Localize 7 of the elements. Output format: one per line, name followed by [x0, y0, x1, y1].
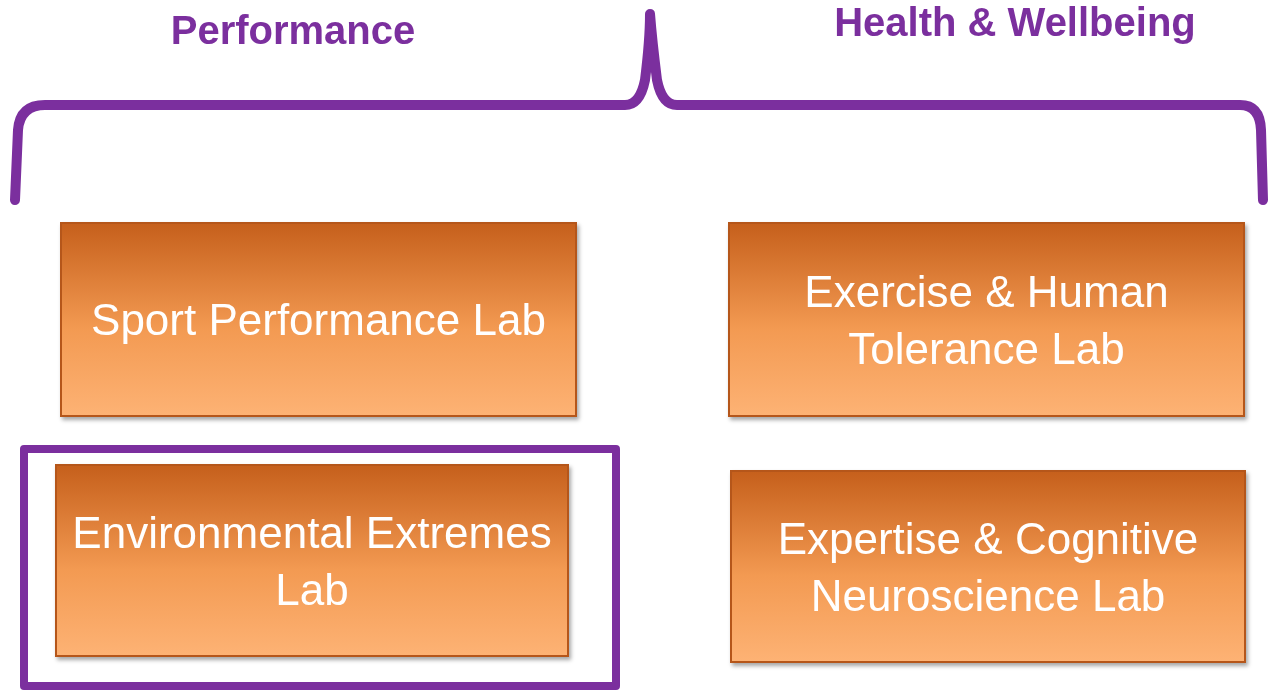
- group-heading: Health & Wellbeing: [834, 0, 1196, 44]
- group-heading: Performance: [170, 8, 416, 52]
- lab-box: Exercise & Human Tolerance Lab: [728, 222, 1245, 417]
- lab-box: Environmental Extremes Lab: [55, 464, 569, 657]
- lab-box: Expertise & Cognitive Neuroscience Lab: [730, 470, 1246, 663]
- highlight-frame: [20, 445, 620, 690]
- lab-box: Sport Performance Lab: [60, 222, 577, 417]
